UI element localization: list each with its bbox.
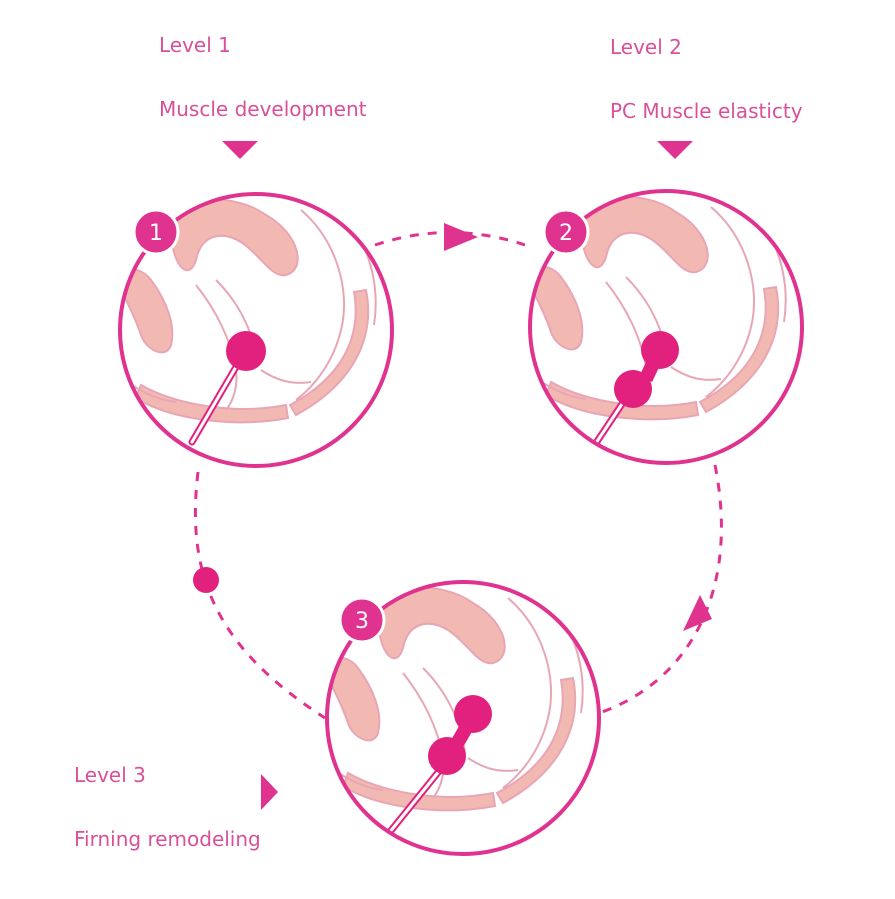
- arrow-down-icon: [683, 595, 712, 631]
- pointer-down-icon: [657, 141, 693, 159]
- step-3-circle: [325, 580, 601, 856]
- step-2-badge: [542, 208, 590, 256]
- kegel-ball-lower-icon: [614, 370, 652, 408]
- kegel-ball-icon: [226, 331, 266, 371]
- step-2-circle: [528, 189, 804, 465]
- step-3-illustration: 3: [325, 580, 601, 856]
- step-3-number: 3: [355, 609, 369, 634]
- step-1-illustration: 1: [118, 192, 394, 468]
- step-2-number: 2: [559, 221, 573, 246]
- step-1-badge: [132, 208, 180, 256]
- step-3-title: Firning remodeling: [74, 827, 261, 851]
- step-1-number: 1: [149, 221, 163, 246]
- kegel-ball-upper-icon: [641, 331, 679, 369]
- kegel-ball-lower-icon: [428, 737, 466, 775]
- connector-2-to-3: [601, 464, 723, 714]
- step-2-illustration: 2: [528, 189, 804, 465]
- pointer-down-icon: [222, 141, 258, 159]
- pointer-right-icon: [261, 774, 278, 810]
- connector-3-to-1: [193, 471, 326, 720]
- step-2-level-label: Level 2: [610, 35, 682, 59]
- step-2-title: PC Muscle elasticty: [610, 99, 803, 123]
- step-1-title: Muscle development: [159, 97, 367, 121]
- step-3-level-label: Level 3: [74, 763, 146, 787]
- step-1-level-label: Level 1: [159, 33, 231, 57]
- kegel-ball-upper-icon: [454, 695, 492, 733]
- connector-dot-icon: [193, 567, 219, 593]
- arrow-right-icon: [444, 223, 478, 251]
- step-3-badge: [338, 596, 386, 644]
- step-1-circle: [118, 192, 394, 468]
